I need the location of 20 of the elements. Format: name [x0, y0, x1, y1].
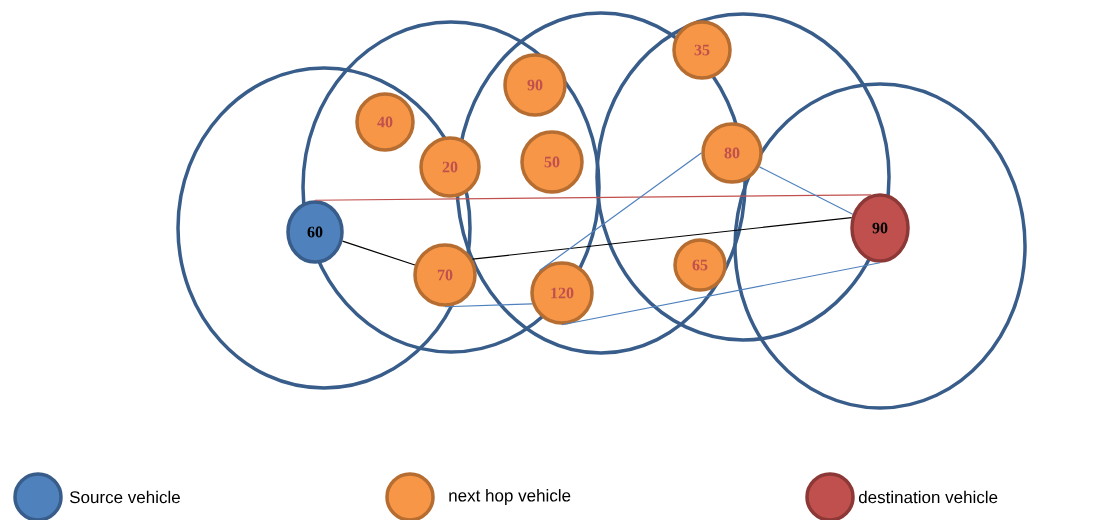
vehicle-node: 65: [673, 238, 727, 292]
vehicle-node: 35: [672, 20, 732, 80]
vehicle-node: 20: [419, 136, 481, 198]
source-vehicle: 60: [286, 200, 344, 264]
vehicle-node: 120: [530, 261, 594, 325]
connection-line: [314, 194, 872, 201]
legend-label: next hop vehicle: [449, 489, 571, 505]
vehicle-node: 40: [355, 92, 415, 152]
connection-line: [758, 166, 854, 215]
legend-label: Source vehicle: [69, 490, 180, 504]
vehicle-node: 80: [701, 122, 763, 184]
vehicle-node: 50: [520, 130, 584, 194]
vehicle-node: 70: [413, 243, 477, 307]
connection-line: [341, 240, 416, 266]
vehicle-node: 90: [503, 53, 567, 117]
legend-label: destination vehicle: [858, 490, 998, 504]
connection-line: [538, 152, 702, 272]
connection-line: [471, 217, 853, 260]
connection-line: [444, 303, 533, 308]
destination-vehicle: 90: [850, 193, 910, 263]
